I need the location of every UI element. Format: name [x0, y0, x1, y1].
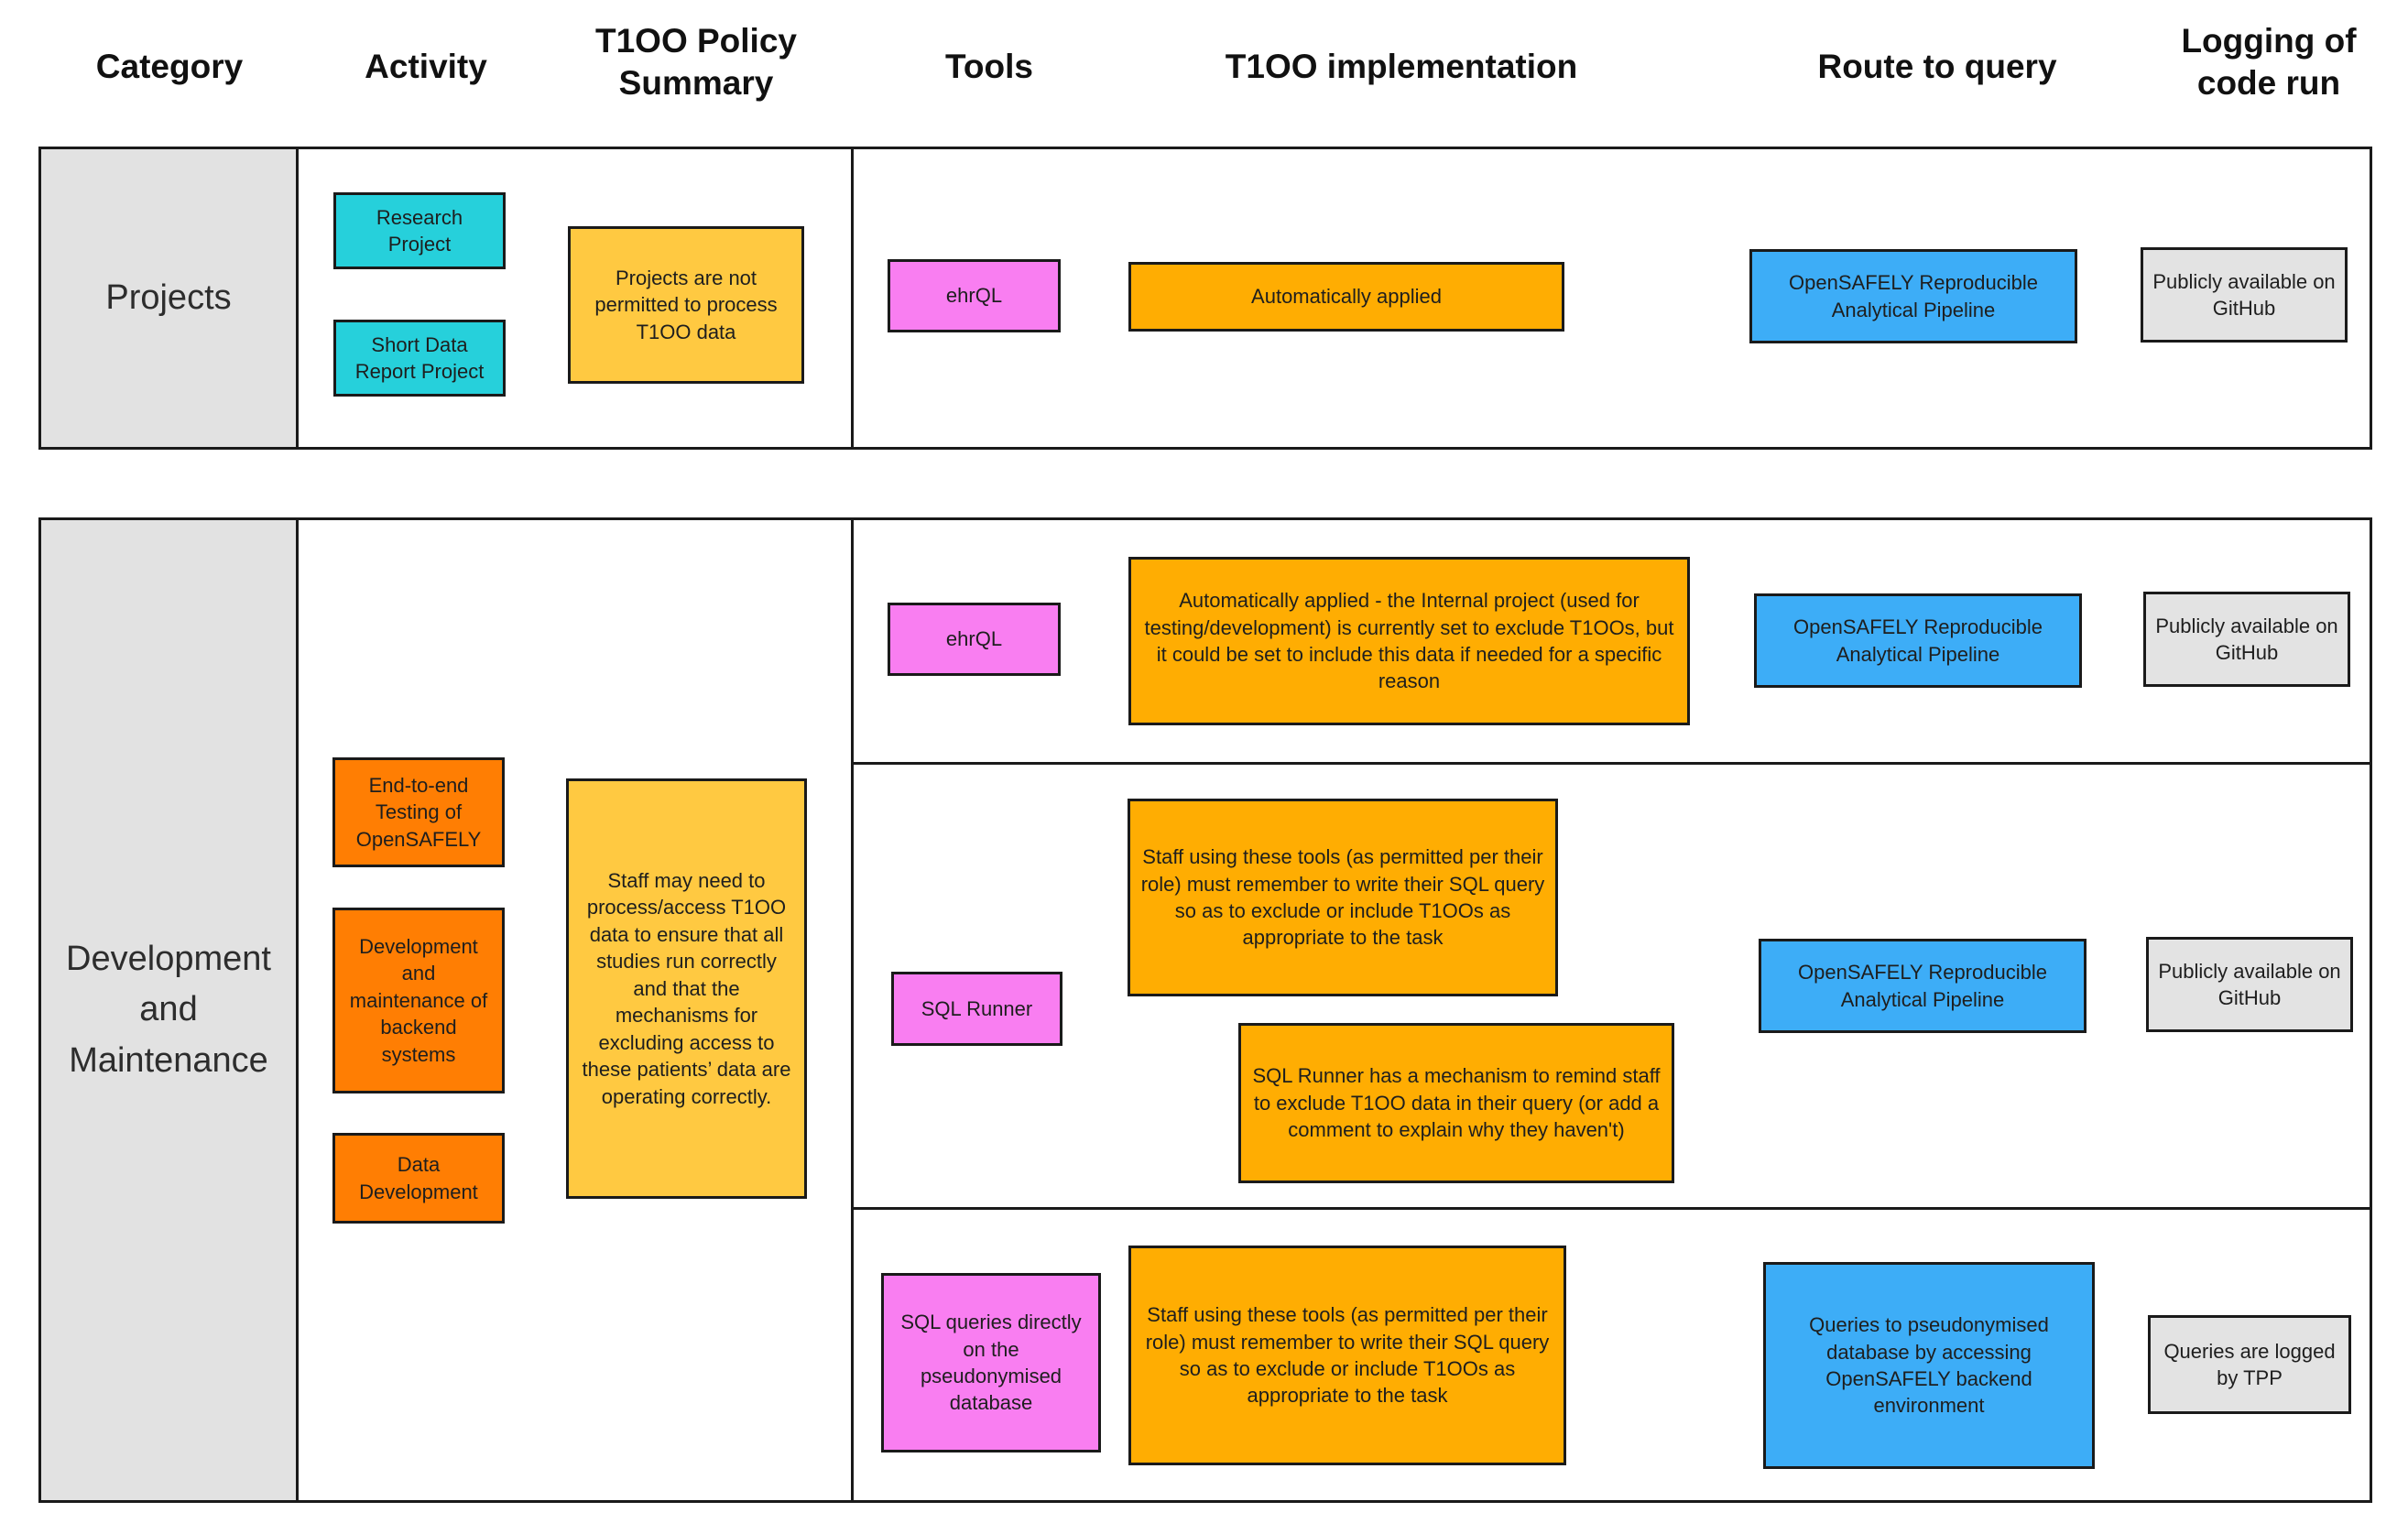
policy-box-projects: Projects are not permitted to process T1…	[568, 226, 804, 384]
header-activity: Activity	[365, 48, 487, 85]
development-row-divider-1	[852, 762, 2372, 765]
activity-box-data-development: Data Development	[332, 1133, 505, 1224]
implementation-box-sql-runner-staff: Staff using these tools (as permitted pe…	[1128, 799, 1558, 996]
header-implementation: T1OO implementation	[1225, 48, 1578, 85]
projects-category-label: Projects	[105, 277, 232, 317]
activity-box-end-to-end-testing: End-to-end Testing of OpenSAFELY	[332, 757, 505, 867]
header-category: Category	[95, 48, 244, 85]
header-tools: Tools	[945, 48, 1033, 85]
development-category-cell: Development and Maintenance	[38, 517, 299, 1503]
projects-category-cell: Projects	[38, 147, 299, 450]
route-box-dev-row3: Queries to pseudonymised database by acc…	[1763, 1262, 2095, 1469]
logging-box-dev-row3: Queries are logged by TPP	[2148, 1315, 2351, 1414]
logging-box-dev-row1: Publicly available on GitHub	[2143, 592, 2350, 687]
development-row-divider-2	[852, 1207, 2372, 1210]
logging-box-dev-row2: Publicly available on GitHub	[2146, 937, 2353, 1032]
tool-box-ehrql-projects: ehrQL	[888, 259, 1061, 332]
activity-box-short-data-report: Short Data Report Project	[333, 320, 506, 397]
header-route: Route to query	[1817, 48, 2057, 85]
tool-box-ehrql-development: ehrQL	[888, 603, 1061, 676]
header-policy: T1OO Policy Summary	[594, 22, 797, 103]
development-tools-divider	[851, 517, 854, 1503]
implementation-box-projects: Automatically applied	[1128, 262, 1564, 332]
policy-box-development: Staff may need to process/access T1OO da…	[566, 778, 807, 1199]
implementation-box-sql-runner-mechanism: SQL Runner has a mechanism to remind sta…	[1238, 1023, 1674, 1183]
activity-box-research-project: Research Project	[333, 192, 506, 269]
route-box-projects: OpenSAFELY Reproducible Analytical Pipel…	[1749, 249, 2077, 343]
development-category-label: Development and Maintenance	[66, 940, 271, 1080]
logging-box-projects: Publicly available on GitHub	[2141, 247, 2348, 343]
tool-box-sql-runner: SQL Runner	[891, 972, 1062, 1046]
tool-box-sql-queries-direct: SQL queries directly on the pseudonymise…	[881, 1273, 1101, 1452]
header-logging: Logging of code run	[2181, 22, 2357, 103]
route-box-dev-row1: OpenSAFELY Reproducible Analytical Pipel…	[1754, 593, 2082, 688]
implementation-box-ehrql-development: Automatically applied - the Internal pro…	[1128, 557, 1690, 725]
implementation-box-direct-sql-staff: Staff using these tools (as permitted pe…	[1128, 1246, 1566, 1465]
route-box-dev-row2: OpenSAFELY Reproducible Analytical Pipel…	[1759, 939, 2087, 1033]
activity-box-backend-systems: Development and maintenance of backend s…	[332, 908, 505, 1093]
projects-tools-divider	[851, 147, 854, 450]
